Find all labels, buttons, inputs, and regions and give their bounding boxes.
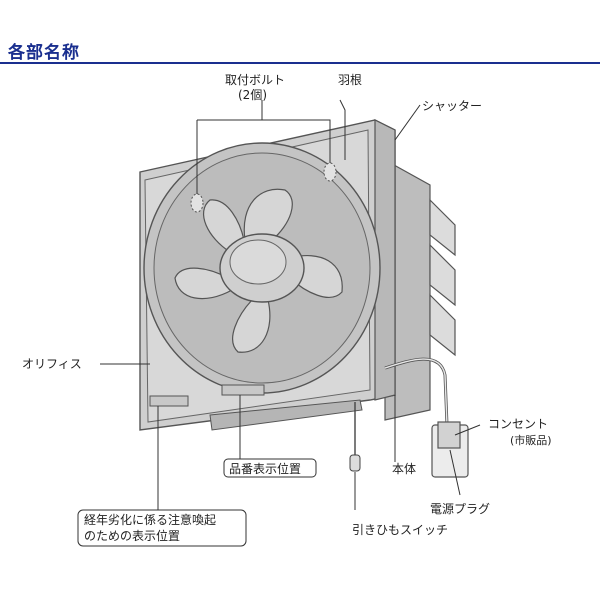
aging-label-box [77, 509, 247, 547]
label-shutter: シャッター [422, 99, 482, 113]
shutter-slat-2 [429, 243, 456, 307]
leader-lines [100, 99, 481, 510]
label-body: 本体 [392, 462, 416, 476]
pull-cord [349, 402, 361, 472]
model-label-box [223, 458, 317, 478]
title-underline [0, 62, 600, 64]
blade-1 [243, 188, 293, 241]
shutter-unit [384, 158, 456, 421]
blade-4 [174, 267, 233, 300]
aging-label-spot [149, 395, 189, 407]
label-plug: 電源プラグ [430, 502, 490, 516]
shutter-slat-3 [429, 293, 456, 357]
label-model-position: 品番表示位置 [229, 461, 301, 476]
page-title: 各部名称 [8, 43, 80, 63]
label-bolt-count: (2個) [238, 88, 267, 102]
label-outlet: コンセント [488, 417, 548, 431]
label-blade: 羽根 [338, 73, 362, 87]
blade-3 [232, 299, 271, 353]
label-pull-switch: 引きひもスイッチ [352, 523, 448, 537]
plug-body [437, 421, 461, 449]
bolt-left [190, 193, 204, 213]
shutter-slat-1 [429, 198, 456, 257]
fan-body [139, 119, 396, 431]
label-aging-line1: 経年劣化に係る注意喚起 [84, 512, 216, 527]
bolt-right [323, 162, 337, 182]
model-label-spot [221, 384, 265, 396]
label-orifice: オリフィス [22, 357, 82, 371]
label-aging-line2: のための表示位置 [84, 528, 180, 543]
label-bolt: 取付ボルト [225, 73, 285, 87]
label-outlet-note: (市販品) [510, 433, 552, 447]
blade-5 [203, 199, 245, 253]
